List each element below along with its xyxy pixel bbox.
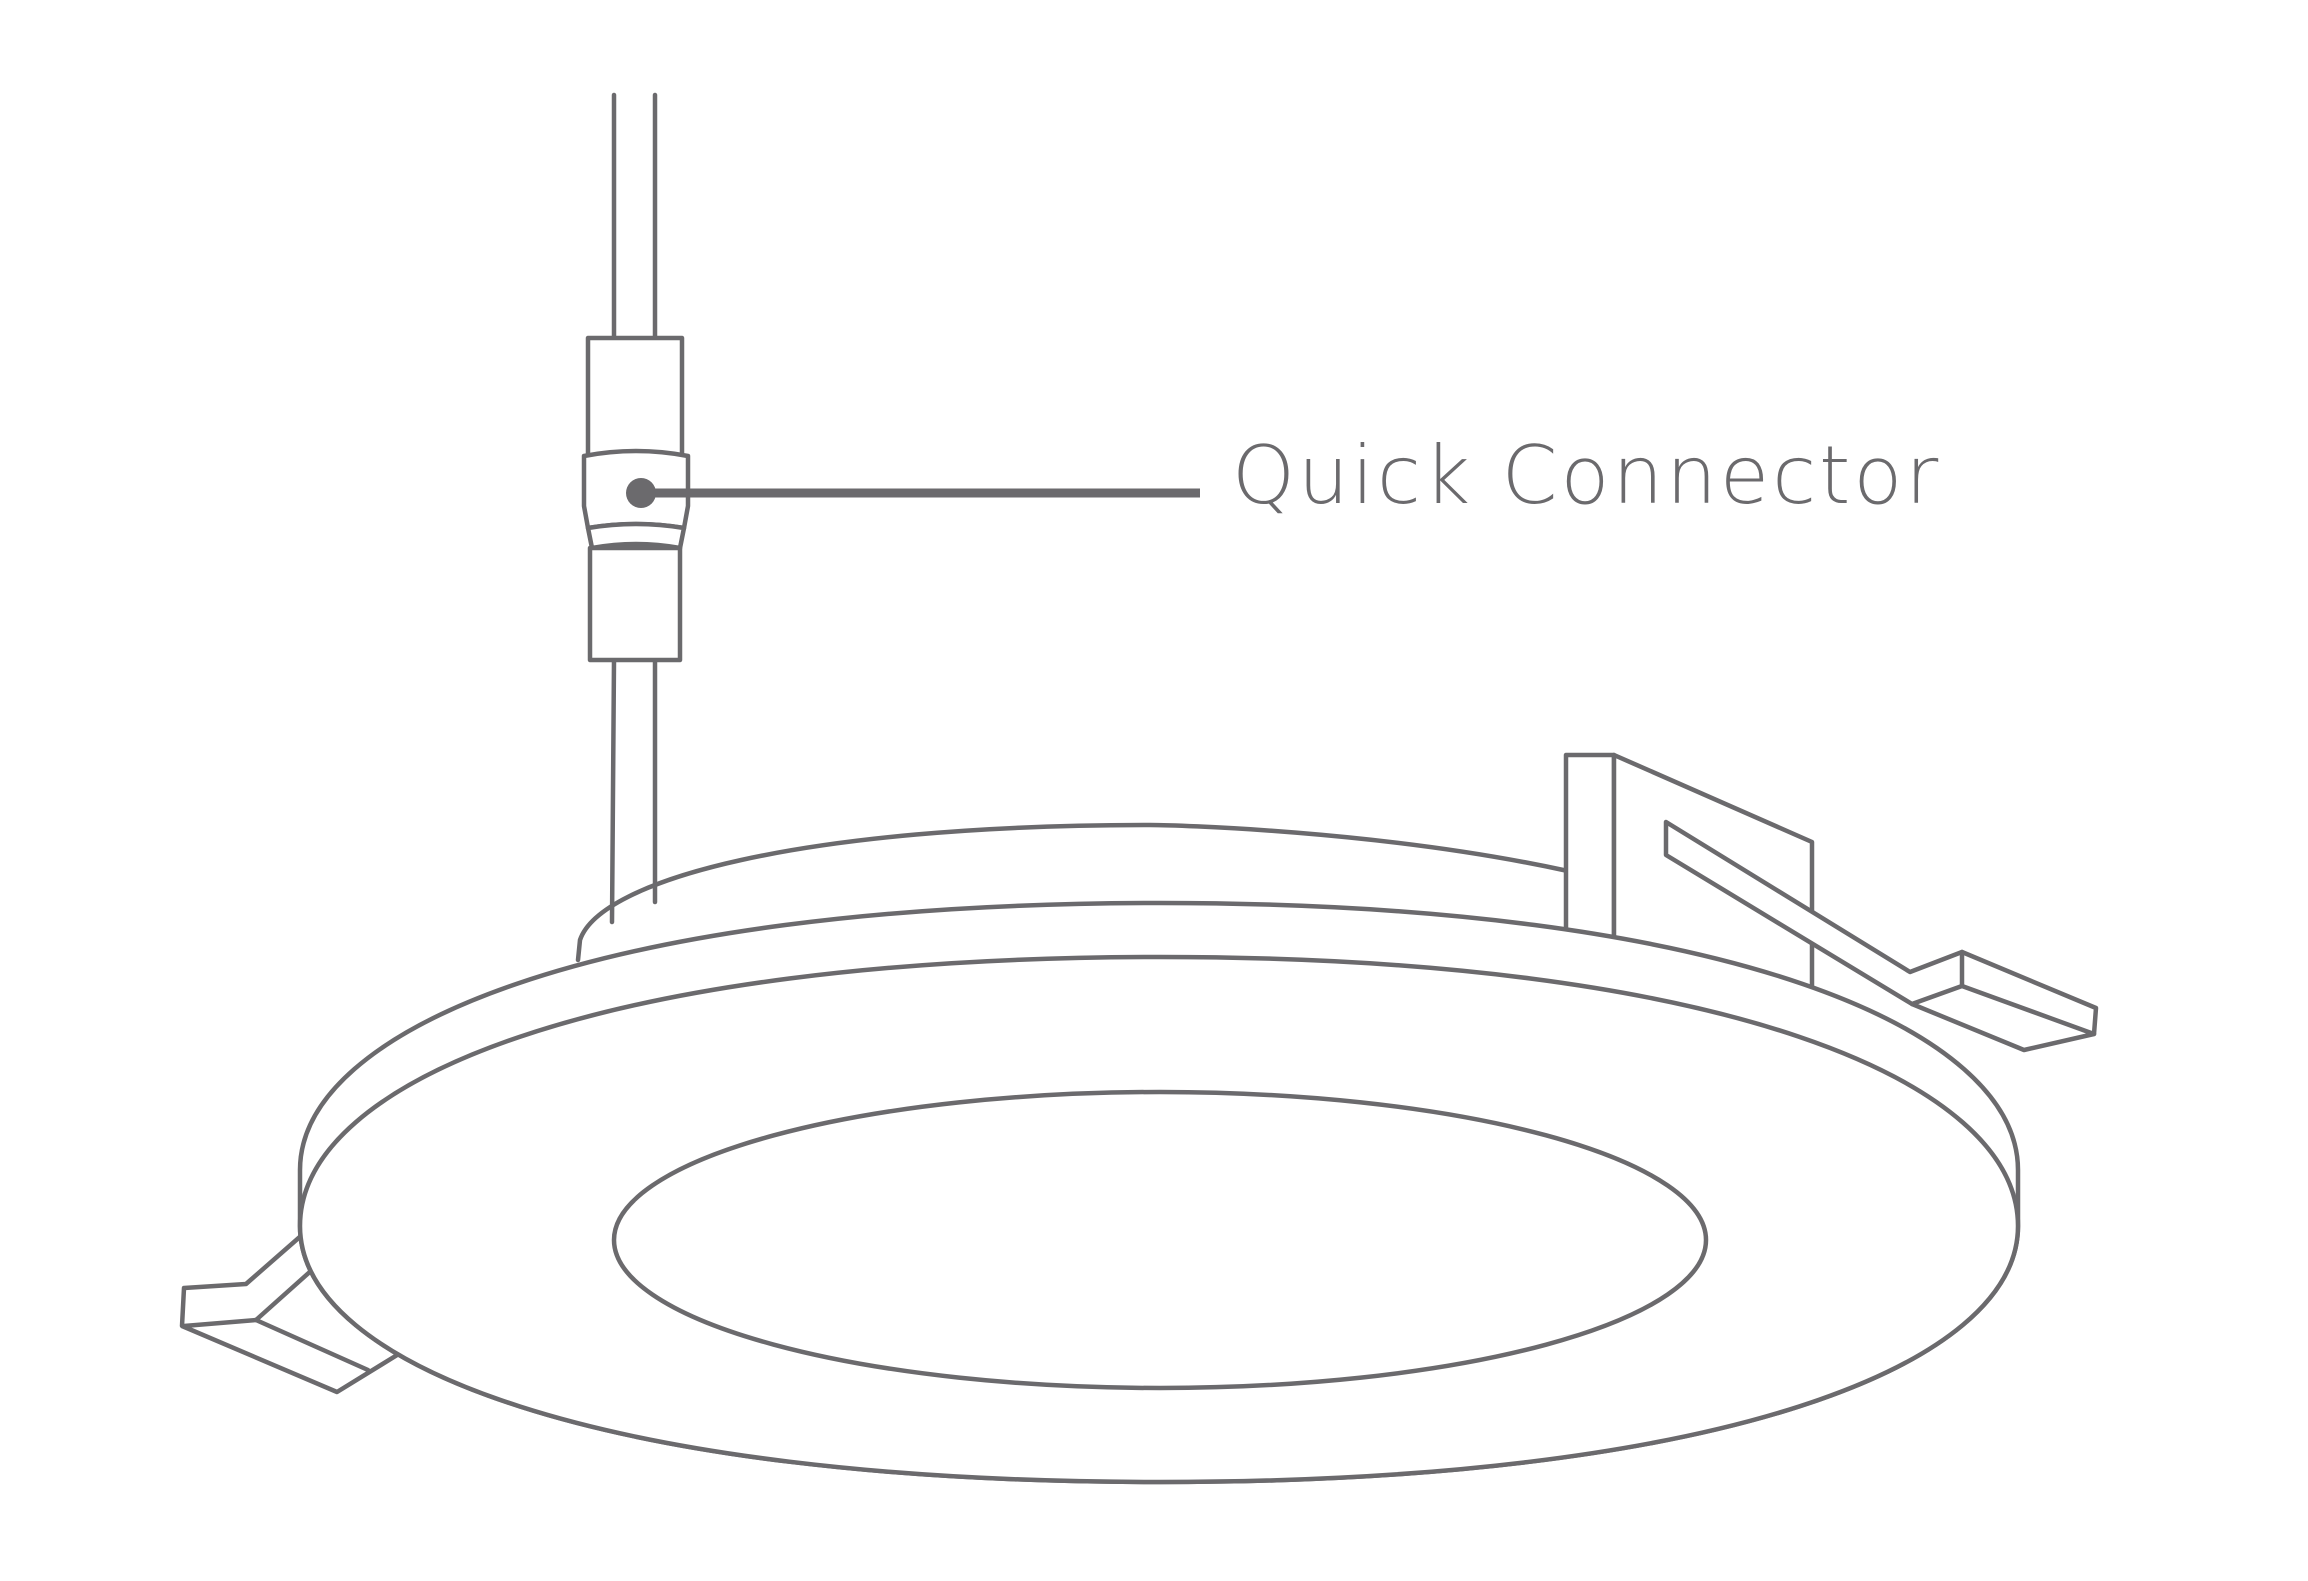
upper-wires <box>611 92 658 341</box>
fixture-top-face <box>297 954 2021 1485</box>
callout-leader <box>626 478 1200 508</box>
right-spring-clip <box>1663 819 2099 1053</box>
fixture-lens <box>611 1089 1709 1391</box>
fixture-back-rim <box>575 822 1571 963</box>
quick-connector <box>581 335 691 663</box>
lower-wires <box>609 657 658 925</box>
quick-connector-label: Quick Connector <box>1232 429 1942 522</box>
